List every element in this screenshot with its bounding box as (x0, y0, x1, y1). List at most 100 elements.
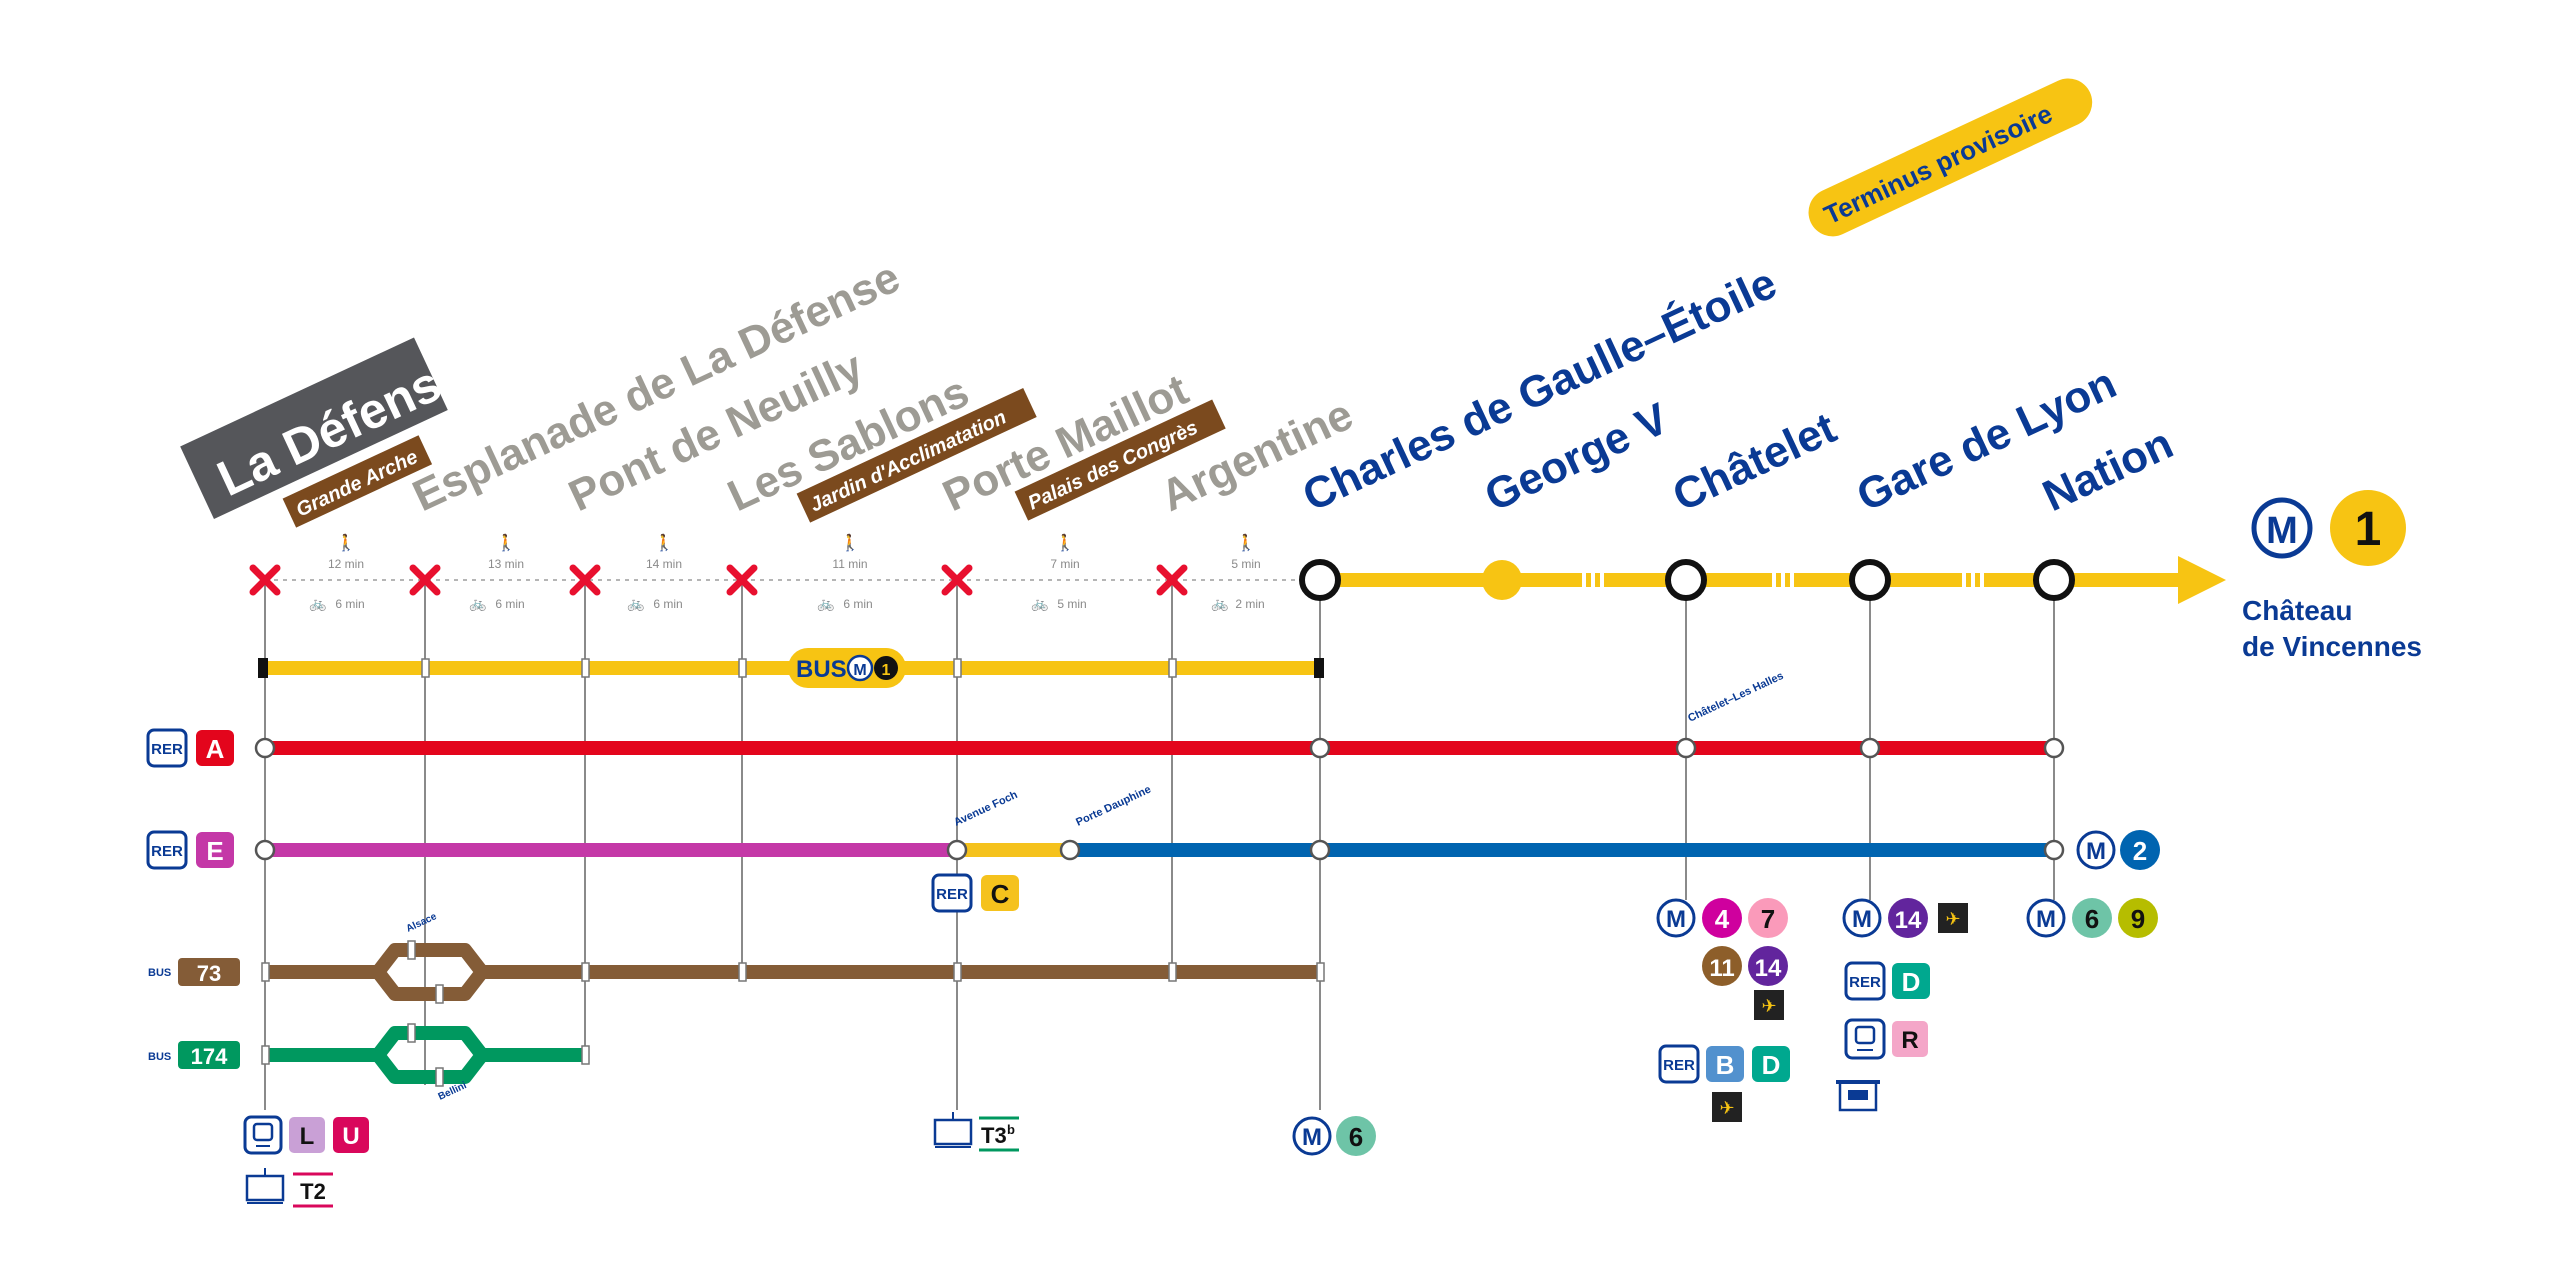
svg-text:✈: ✈ (1945, 909, 1960, 929)
alsace-label: Alsace (405, 911, 439, 935)
line-number-badge (2330, 490, 2406, 566)
tram-icon (245, 1168, 285, 1204)
bike-time: 6 min (335, 597, 364, 611)
svg-text:L: L (300, 1123, 315, 1150)
rer-icon (146, 830, 188, 870)
track-ticks (1582, 572, 1984, 588)
svg-text:B: B (1716, 1050, 1735, 1080)
svg-text:T3: T3 (981, 1123, 1007, 1148)
closed-x-icon (941, 564, 973, 596)
bike-icon: 🚲 (1211, 595, 1228, 612)
walk-time: 7 min (1050, 557, 1079, 571)
bike-icon: 🚲 (309, 595, 326, 612)
svg-text:U: U (342, 1123, 359, 1150)
svg-text:M: M (1666, 906, 1686, 933)
station-george-v-node (1482, 560, 1522, 600)
svg-text:D: D (1762, 1050, 1781, 1080)
svg-text:b: b (1007, 1122, 1015, 1137)
bus-73-label: BUS 73 (148, 958, 240, 986)
walk-icon: 🚶 (840, 533, 860, 552)
svg-text:RER: RER (936, 886, 968, 903)
nation-connections: M 6 9 (2026, 898, 2158, 938)
svg-text:73: 73 (197, 961, 221, 986)
walk-icon: 🚶 (1236, 533, 1256, 552)
closed-x-icon (569, 564, 601, 596)
svg-text:M: M (2266, 510, 2298, 552)
rer-e-stations (254, 839, 2065, 861)
bike-icon: 🚲 (1031, 595, 1048, 612)
walk-icon: 🚶 (1055, 533, 1075, 552)
closed-x-icon (249, 564, 281, 596)
station-nation-label: Nation (2036, 419, 2181, 521)
svg-text:D: D (1902, 967, 1921, 997)
svg-text:11: 11 (1709, 955, 1734, 982)
svg-text:M: M (1302, 1124, 1322, 1151)
porte-dauphine-label: Porte Dauphine (1074, 783, 1153, 828)
train-icon (243, 1115, 283, 1155)
svg-text:14: 14 (1755, 955, 1782, 982)
bike-icon: 🚲 (817, 595, 834, 612)
rer-a-stations (254, 737, 2065, 759)
rer-a-label: RER A (146, 728, 234, 768)
walk-time: 11 min (832, 557, 867, 571)
walk-time: 13 min (488, 557, 524, 571)
closed-x-icon (409, 564, 441, 596)
airport-icon: ✈ (1938, 903, 1968, 933)
svg-text:T2: T2 (300, 1179, 326, 1204)
gare-de-lyon-connections: M 14 ✈ RER D R (1836, 898, 1968, 1112)
bike-time: 6 min (653, 597, 682, 611)
terminus-line-1: Château (2242, 595, 2352, 626)
airport-icon: ✈ (1754, 990, 1784, 1020)
segment-times: 🚶 12 min 6 min 🚲 🚶 13 min 6 min 🚲 🚶 14 m… (309, 533, 1264, 612)
svg-text:M: M (853, 662, 866, 679)
walk-icon: 🚶 (654, 533, 674, 552)
closed-x-icon (726, 564, 758, 596)
tram-icon (933, 1112, 973, 1148)
svg-text:M: M (2036, 906, 2056, 933)
rer-e-label: RER E (146, 830, 234, 870)
nation-metro-2-connection: M 2 (2076, 830, 2160, 870)
rer-icon (931, 873, 973, 913)
bus-174-label: BUS 174 (148, 1041, 240, 1069)
metro-icon (2076, 830, 2116, 870)
svg-text:R: R (1901, 1027, 1918, 1054)
closed-x-icon (1156, 564, 1188, 596)
bike-time: 6 min (495, 597, 524, 611)
replacement-bus-stops (258, 658, 1324, 678)
metro-icon (1842, 898, 1882, 938)
walk-time: 12 min (328, 557, 364, 571)
svg-text:9: 9 (2131, 904, 2145, 934)
rer-icon (1844, 961, 1886, 1001)
rer-icon (146, 728, 188, 768)
terminus-provisoire-badge: Terminus provisoire (1808, 78, 2093, 237)
mainline-train-icon (1836, 1080, 1880, 1112)
station-chatelet-label: Châtelet (1666, 403, 1844, 521)
svg-text:E: E (206, 836, 223, 866)
svg-text:🚶: 🚶 (336, 533, 356, 552)
bike-time: 6 min (843, 597, 872, 611)
terminus-line-2: de Vincennes (2242, 631, 2422, 662)
line-1-logo: M 1 (2251, 490, 2406, 566)
closed-station-markers (249, 564, 1188, 596)
bike-icon: 🚲 (469, 595, 486, 612)
station-nation-node (2033, 559, 2075, 601)
bus-174-stops (261, 1023, 590, 1087)
metro-icon (1656, 898, 1696, 938)
chatelet-les-halles-label: Châtelet–Les Halles (1686, 670, 1785, 725)
svg-text:2: 2 (2133, 836, 2147, 866)
walk-icon: 🚶 (336, 533, 356, 552)
svg-text:1: 1 (882, 662, 891, 679)
svg-text:C: C (991, 879, 1010, 909)
avenue-foch-label: Avenue Foch (952, 789, 1020, 829)
chatelet-connections: M 4 7 11 14 ✈ RER B D ✈ (1656, 898, 1790, 1122)
etoile-metro-6: M 6 (1292, 1116, 1376, 1156)
porte-maillot-rer-c: RER C (931, 873, 1019, 913)
svg-text:RER: RER (1849, 974, 1881, 991)
svg-text:6: 6 (1349, 1122, 1363, 1152)
line-direction-arrow (2178, 556, 2226, 604)
svg-text:1: 1 (2355, 503, 2382, 556)
svg-text:M: M (1852, 906, 1872, 933)
svg-text:174: 174 (191, 1044, 228, 1069)
porte-maillot-tram: T3 b (933, 1112, 1019, 1152)
